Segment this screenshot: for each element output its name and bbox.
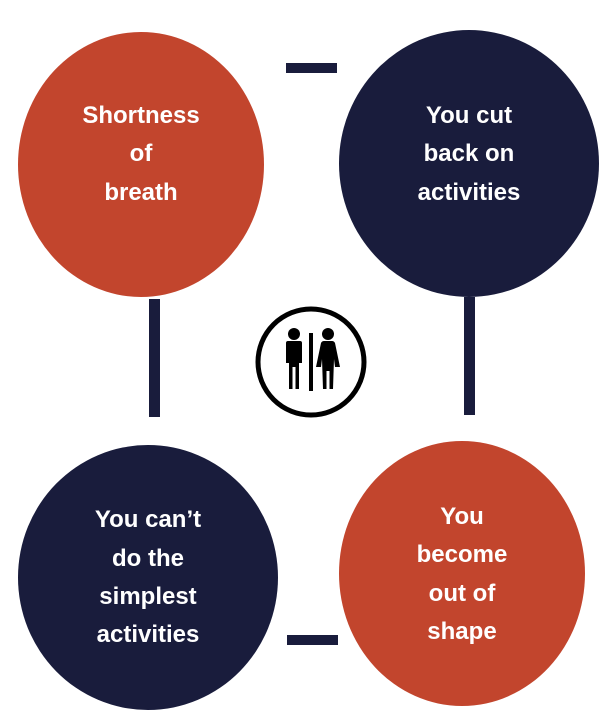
restroom-icon (255, 306, 367, 418)
node-cant-do-simplest-activities: You can’t do the simplest activities (18, 445, 278, 710)
node-label: You become out of shape (416, 502, 508, 645)
connector-bottom (287, 635, 338, 645)
node-shortness-of-breath: Shortness of breath (18, 32, 264, 297)
node-label: Shortness of breath (82, 101, 200, 206)
connector-right (464, 297, 475, 415)
connector-top (286, 63, 337, 73)
connector-left (149, 299, 160, 417)
node-label: You cut back on activities (417, 101, 521, 206)
node-become-out-of-shape: You become out of shape (339, 441, 585, 706)
node-label: You can’t do the simplest activities (94, 506, 202, 649)
node-cut-back-on-activities: You cut back on activities (339, 30, 599, 297)
